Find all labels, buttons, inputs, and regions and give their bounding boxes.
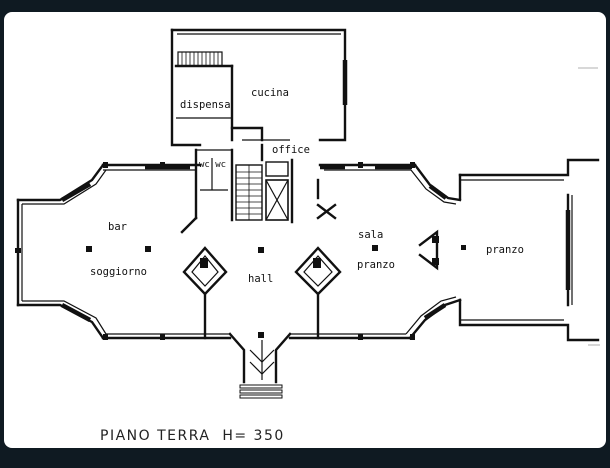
diamond-pillars [180,178,439,340]
entrance-porch [228,332,292,399]
main-hall-walls [16,163,462,340]
label-soggiorno: soggiorno [90,266,147,278]
label-sala-pranzo: pranzo [357,259,395,271]
label-bar: bar [108,221,127,233]
drawing-caption: PIANO TERRA H= 350 [100,428,285,444]
service-core [194,148,294,224]
label-hall: hall [248,273,273,285]
floor-plan-frame: cucina dispensa office wc wc bar soggior… [4,12,606,448]
label-office: office [272,144,310,156]
floor-plan-drawing: cucina dispensa office wc wc bar soggior… [15,28,600,444]
kitchen-block [170,28,348,162]
label-pranzo: pranzo [486,244,524,256]
label-cucina: cucina [251,87,289,99]
label-wc: wc wc [199,160,226,170]
columns [15,162,466,340]
pranzo-extension [458,67,600,346]
label-dispensa: dispensa [180,99,231,111]
label-sala: sala [358,229,383,241]
